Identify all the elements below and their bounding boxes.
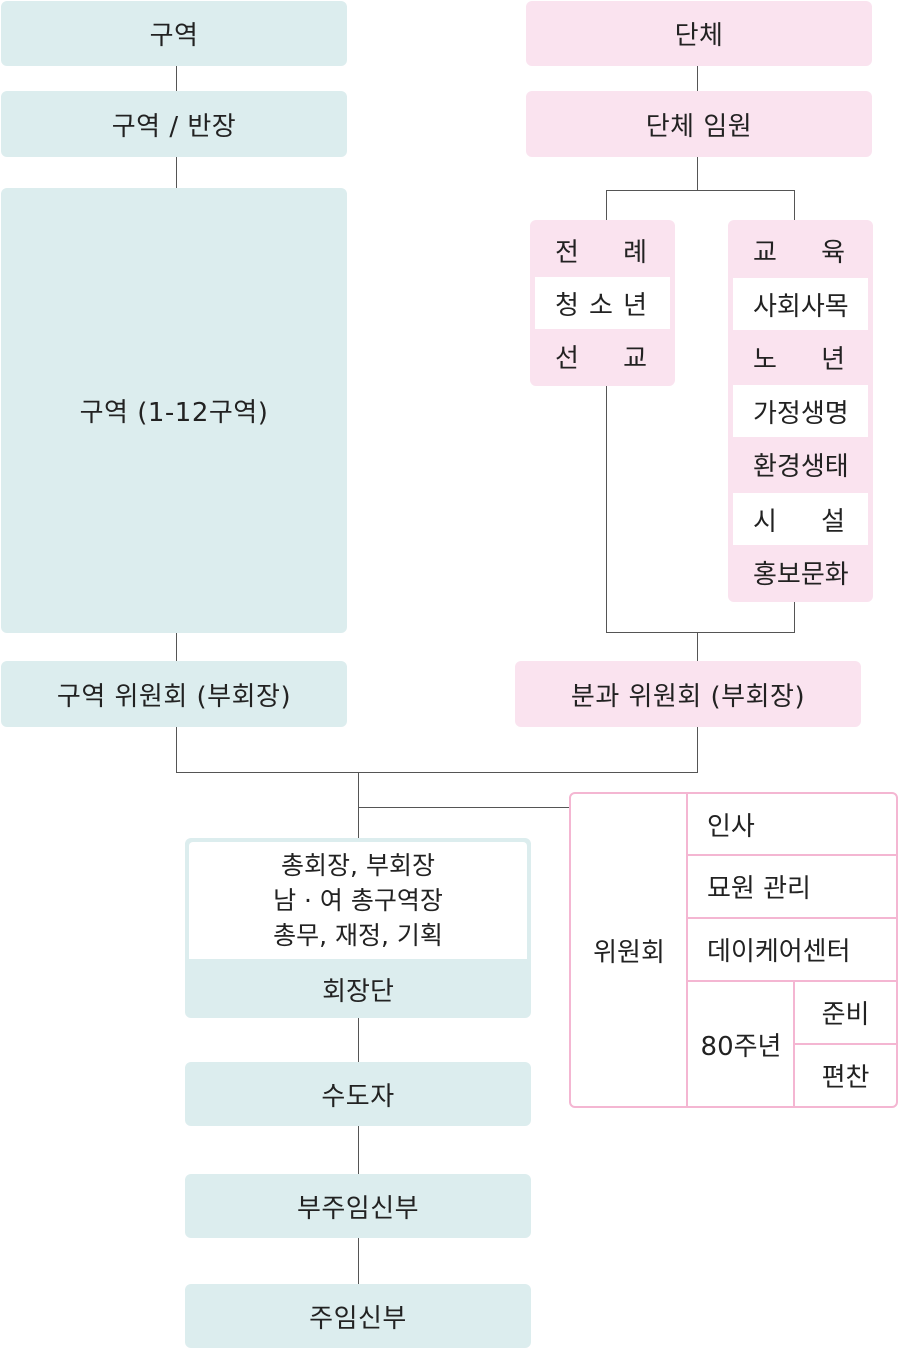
committee-title: 위원회 — [593, 937, 665, 968]
district-committee-box: 구역 위원회 (부회장) — [1, 661, 347, 727]
committee-item: 묘원 관리 — [707, 874, 811, 904]
connector — [606, 386, 607, 632]
divider — [793, 982, 795, 1106]
group-officers-box: 단체 임원 — [526, 91, 872, 157]
connector — [358, 1126, 359, 1174]
anniversary-item: 편찬 — [821, 1063, 870, 1093]
connector — [697, 66, 698, 91]
executive-members: 총회장, 부회장 남 · 여 총구역장 총무, 재정, 기획 — [189, 842, 527, 959]
connector — [176, 633, 177, 661]
connector — [606, 632, 795, 633]
connector — [697, 727, 698, 773]
executive-line: 총무, 재정, 기획 — [273, 921, 443, 950]
executive-box: 총회장, 부회장 남 · 여 총구역장 총무, 재정, 기획 회장단 — [185, 838, 531, 1018]
committee-item: 인사 — [707, 811, 755, 842]
groups-box: 단체 — [526, 1, 872, 66]
list-item: 사회사목 — [733, 278, 868, 330]
section-committee-box: 분과 위원회 (부회장) — [515, 661, 861, 727]
committee-item: 데이케어센터 — [707, 937, 851, 967]
list-item: 홍보문화 — [753, 559, 849, 590]
list-item: 환경생태 — [753, 451, 849, 482]
religious-box: 수도자 — [185, 1062, 531, 1126]
connector — [697, 157, 698, 191]
connector — [176, 727, 177, 773]
connector — [606, 190, 795, 191]
connector — [358, 1018, 359, 1062]
connector — [358, 1238, 359, 1284]
connector — [794, 602, 795, 632]
connector — [358, 807, 570, 808]
assistant-priest-box: 부주임신부 — [185, 1174, 531, 1238]
connector — [358, 772, 359, 838]
district-box: 구역 — [1, 1, 347, 66]
pastor-box: 주임신부 — [185, 1284, 531, 1348]
executive-line: 총회장, 부회장 — [281, 851, 435, 880]
connector — [176, 66, 177, 91]
list-item: 가정생명 — [733, 385, 868, 437]
connector — [794, 190, 795, 220]
divider — [686, 794, 688, 1106]
executive-line: 남 · 여 총구역장 — [273, 886, 443, 915]
district-leader-box: 구역 / 반장 — [1, 91, 347, 157]
divider — [688, 854, 896, 856]
connector — [606, 190, 607, 220]
anniversary-label: 80주년 — [700, 1031, 782, 1062]
connector — [176, 157, 177, 188]
connector — [697, 632, 698, 661]
committee-table: 위원회 인사 묘원 관리 데이케어센터 80주년 준비 편찬 — [569, 792, 898, 1108]
connector — [176, 772, 698, 773]
anniversary-item: 준비 — [821, 1000, 870, 1030]
executive-label: 회장단 — [322, 976, 394, 1007]
districts-box: 구역 (1-12구역) — [1, 188, 347, 633]
divider — [795, 1043, 896, 1045]
divider — [688, 917, 896, 919]
divider — [688, 980, 896, 982]
